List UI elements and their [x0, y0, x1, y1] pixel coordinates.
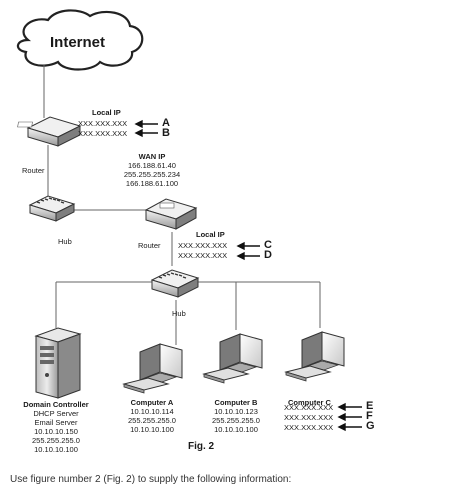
computer-b-icon [202, 333, 263, 384]
computer-b-ip: 10.10.10.123 [214, 407, 258, 416]
wan-ip-title: WAN IP [138, 152, 166, 161]
dc-role-email: Email Server [34, 418, 78, 427]
computer-a-icon [122, 343, 183, 394]
dc-ip: 10.10.10.150 [34, 427, 78, 436]
arrow-label-d: D [264, 249, 272, 261]
wan-subnet-mask: 255.255.255.234 [123, 170, 181, 179]
router-2-ip-c: XXX.XXX.XXX [178, 241, 228, 250]
computer-c-ip-g: XXX.XXX.XXX [284, 423, 334, 432]
arrow-label-c: C [264, 239, 272, 251]
internet-label: Internet [50, 34, 106, 51]
wan-ip-address: 166.188.61.40 [128, 161, 176, 170]
computer-b-title: Computer B [214, 398, 258, 407]
router-2-label: Router [138, 241, 161, 250]
computer-a-ip: 10.10.10.114 [130, 407, 174, 416]
arrow-label-f: F [366, 410, 373, 422]
computer-b-gateway: 10.10.10.100 [214, 425, 258, 434]
dc-role-dhcp: DHCP Server [33, 409, 79, 418]
computer-a-title: Computer A [130, 398, 174, 407]
computer-a-block: Computer A 10.10.10.114 255.255.255.0 10… [112, 398, 192, 434]
computer-b-block: Computer B 10.10.10.123 255.255.255.0 10… [196, 398, 276, 434]
dc-gateway: 10.10.10.100 [34, 445, 78, 454]
domain-controller-block: Domain Controller DHCP Server Email Serv… [8, 400, 104, 454]
router-1-ip-b: XXX.XXX.XXX [78, 129, 128, 138]
hub-2-icon [150, 269, 200, 298]
router-1-local-ip-title: Local IP [92, 108, 121, 117]
connection-lines [43, 65, 321, 345]
router-1-icon [17, 116, 82, 147]
computer-c-ip-f: XXX.XXX.XXX [284, 413, 334, 422]
domain-controller-title: Domain Controller [23, 400, 89, 409]
wan-ip-block: WAN IP 166.188.61.40 255.255.255.234 166… [112, 152, 192, 188]
router-2-ip-d: XXX.XXX.XXX [178, 251, 228, 260]
hub-1-icon [28, 195, 76, 222]
router-2-local-ip-title: Local IP [196, 230, 225, 239]
computer-c-icon [284, 331, 345, 382]
hub-1-label: Hub [58, 237, 72, 246]
router-2-icon [144, 198, 198, 230]
pointer-arrows [134, 119, 362, 432]
internet-cloud-icon [16, 9, 144, 71]
arrow-label-b: B [162, 127, 170, 139]
wan-gateway: 166.188.61.100 [125, 179, 179, 188]
arrow-label-a: A [162, 117, 170, 129]
server-tower-icon [34, 327, 82, 399]
hub-2-label: Hub [172, 309, 186, 318]
computer-c-ip-e: XXX.XXX.XXX [284, 403, 334, 412]
dc-subnet: 255.255.255.0 [32, 436, 80, 445]
computer-c-title: Computer C [288, 398, 331, 407]
arrow-label-e: E [366, 400, 374, 412]
figure-label: Fig. 2 [188, 441, 215, 452]
computer-a-subnet: 255.255.255.0 [128, 416, 176, 425]
caption-text: Use figure number 2 (Fig. 2) to supply t… [10, 474, 292, 485]
computer-b-subnet: 255.255.255.0 [212, 416, 260, 425]
arrow-label-g: G [366, 420, 375, 432]
router-1-ip-a: XXX.XXX.XXX [78, 119, 128, 128]
computer-a-gateway: 10.10.10.100 [130, 425, 174, 434]
router-1-label: Router [22, 166, 45, 175]
